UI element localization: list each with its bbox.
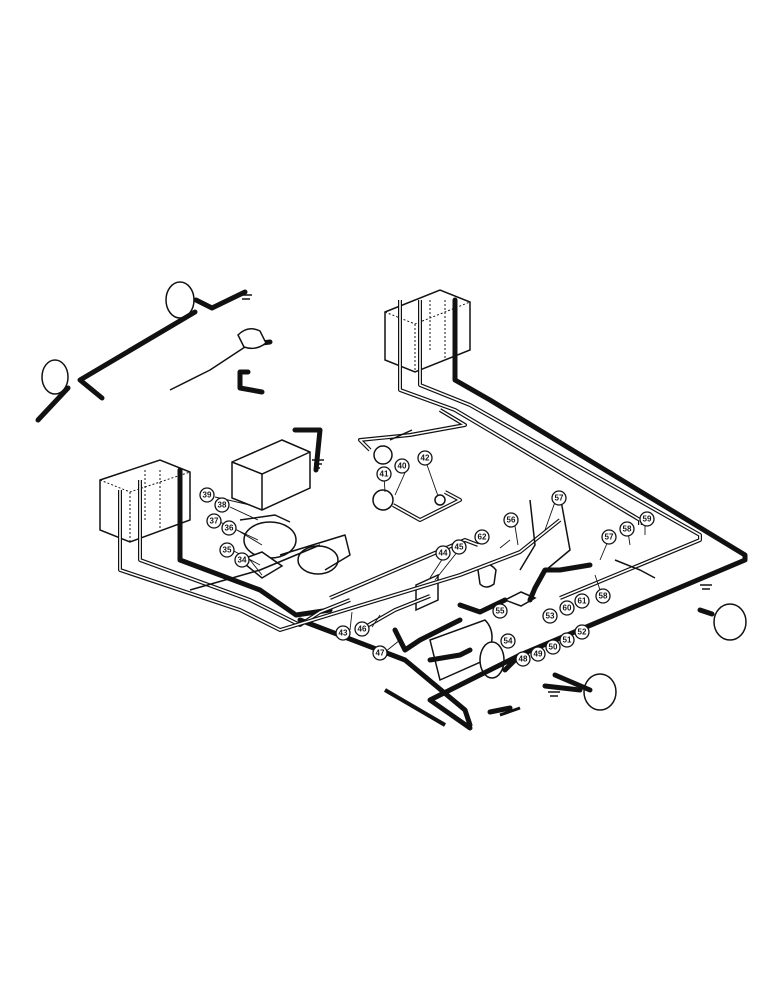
callout-40: 40 bbox=[394, 458, 410, 474]
callout-51: 51 bbox=[559, 632, 575, 648]
starter-motor bbox=[238, 521, 339, 579]
callout-46: 46 bbox=[354, 621, 370, 637]
callout-57b: 57 bbox=[601, 529, 617, 545]
svg-text:36: 36 bbox=[225, 524, 234, 533]
harness-wire-d bbox=[169, 344, 249, 391]
battery-box bbox=[231, 439, 311, 511]
lamp-upper-right-small bbox=[237, 328, 267, 350]
harness-wire-b bbox=[77, 309, 198, 401]
svg-text:54: 54 bbox=[504, 637, 513, 646]
battery-right bbox=[384, 289, 471, 373]
svg-text:44: 44 bbox=[439, 549, 448, 558]
callout-56: 56 bbox=[503, 512, 519, 528]
callout-54: 54 bbox=[500, 633, 516, 649]
callout-48: 48 bbox=[515, 651, 531, 667]
callout-45: 45 bbox=[451, 539, 467, 555]
svg-text:38: 38 bbox=[218, 501, 227, 510]
callout-60: 60 bbox=[559, 600, 575, 616]
callout-44: 44 bbox=[435, 545, 451, 561]
distributor-cap bbox=[503, 591, 537, 607]
svg-text:60: 60 bbox=[563, 604, 572, 613]
svg-text:62: 62 bbox=[478, 533, 487, 542]
svg-text:57: 57 bbox=[555, 494, 564, 503]
callout-58b: 58 bbox=[595, 588, 611, 604]
svg-text:46: 46 bbox=[358, 625, 367, 634]
callout-38: 38 bbox=[214, 497, 230, 513]
coil bbox=[415, 573, 439, 612]
svg-text:40: 40 bbox=[398, 462, 407, 471]
svg-text:39: 39 bbox=[203, 491, 212, 500]
svg-text:55: 55 bbox=[496, 607, 505, 616]
svg-text:45: 45 bbox=[455, 543, 464, 552]
callout-50: 50 bbox=[545, 639, 561, 655]
svg-text:51: 51 bbox=[563, 636, 572, 645]
callout-34: 34 bbox=[234, 552, 250, 568]
harness-wire-a bbox=[193, 289, 248, 311]
callout-55: 55 bbox=[492, 603, 508, 619]
svg-text:35: 35 bbox=[223, 546, 232, 555]
loose-pin bbox=[499, 706, 521, 717]
ground-symbol bbox=[240, 294, 712, 697]
ignition-switch bbox=[373, 445, 393, 465]
svg-text:61: 61 bbox=[578, 597, 587, 606]
callout-37: 37 bbox=[206, 513, 222, 529]
callout-35: 35 bbox=[219, 542, 235, 558]
svg-text:49: 49 bbox=[534, 650, 543, 659]
fuse-holder bbox=[372, 489, 394, 511]
svg-text:57: 57 bbox=[605, 533, 614, 542]
callout-57a: 57 bbox=[551, 490, 567, 506]
upper-left-harness bbox=[35, 281, 273, 423]
callout-39: 39 bbox=[199, 487, 215, 503]
generator-pulley bbox=[479, 641, 505, 679]
callout-42: 42 bbox=[417, 450, 433, 466]
battery-left bbox=[99, 459, 191, 543]
harness-wire-f bbox=[237, 369, 265, 395]
svg-text:48: 48 bbox=[519, 655, 528, 664]
lamp-upper-left-2 bbox=[41, 359, 69, 395]
lamp-right-front bbox=[583, 673, 617, 711]
svg-text:43: 43 bbox=[339, 629, 348, 638]
svg-text:58: 58 bbox=[599, 592, 608, 601]
horn-button bbox=[434, 494, 446, 506]
callout-47: 47 bbox=[372, 645, 388, 661]
svg-text:34: 34 bbox=[238, 556, 247, 565]
callout-43: 43 bbox=[335, 625, 351, 641]
callout-36: 36 bbox=[221, 520, 237, 536]
svg-text:50: 50 bbox=[549, 643, 558, 652]
callout-53: 53 bbox=[542, 608, 558, 624]
svg-text:42: 42 bbox=[421, 454, 430, 463]
callout-52: 52 bbox=[574, 624, 590, 640]
svg-text:53: 53 bbox=[546, 612, 555, 621]
lamp-right-rear bbox=[713, 603, 747, 641]
callout-59: 59 bbox=[639, 511, 655, 527]
svg-text:47: 47 bbox=[376, 649, 385, 658]
harness-wire-c bbox=[35, 385, 71, 423]
svg-text:52: 52 bbox=[578, 628, 587, 637]
callout-62: 62 bbox=[474, 529, 490, 545]
callout-49: 49 bbox=[530, 646, 546, 662]
svg-text:37: 37 bbox=[210, 517, 219, 526]
callout-61: 61 bbox=[574, 593, 590, 609]
loose-rod bbox=[383, 688, 447, 727]
callout-41: 41 bbox=[376, 466, 392, 482]
svg-text:56: 56 bbox=[507, 516, 516, 525]
svg-text:41: 41 bbox=[380, 470, 389, 479]
callout-58a: 58 bbox=[619, 521, 635, 537]
svg-text:58: 58 bbox=[623, 525, 632, 534]
svg-text:59: 59 bbox=[643, 515, 652, 524]
